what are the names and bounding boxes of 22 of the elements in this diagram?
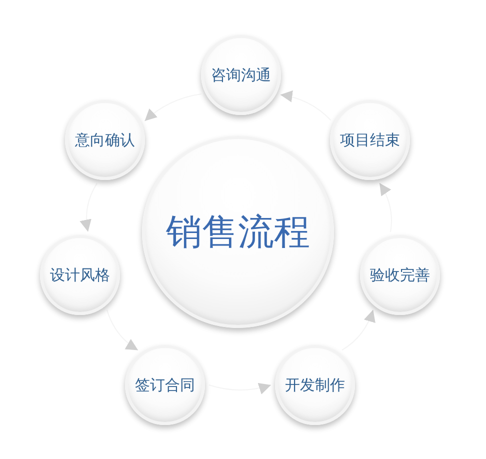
step-circle (330, 100, 410, 180)
step-circle (65, 100, 145, 180)
arrow (106, 309, 139, 351)
step-circle (125, 345, 205, 425)
arrow (280, 90, 332, 121)
arrow (341, 309, 376, 351)
step-label: 咨询沟通 (211, 66, 271, 84)
step-label: 项目结束 (340, 130, 400, 150)
title-text: 销售流程 (166, 210, 310, 254)
step-circle (40, 235, 120, 315)
arrow (144, 94, 202, 122)
step-circle (360, 235, 440, 315)
step-label: 设计风格 (50, 266, 110, 284)
step-label: 开发制作 (285, 376, 345, 394)
arrow (80, 182, 98, 232)
arrow (379, 182, 392, 232)
step-circle (275, 345, 355, 425)
step-label: 验收完善 (370, 266, 430, 284)
step-label: 签订合同 (135, 376, 195, 394)
arrow (208, 382, 272, 394)
step-label: 意向确认 (75, 130, 135, 150)
step-circle (201, 35, 281, 115)
